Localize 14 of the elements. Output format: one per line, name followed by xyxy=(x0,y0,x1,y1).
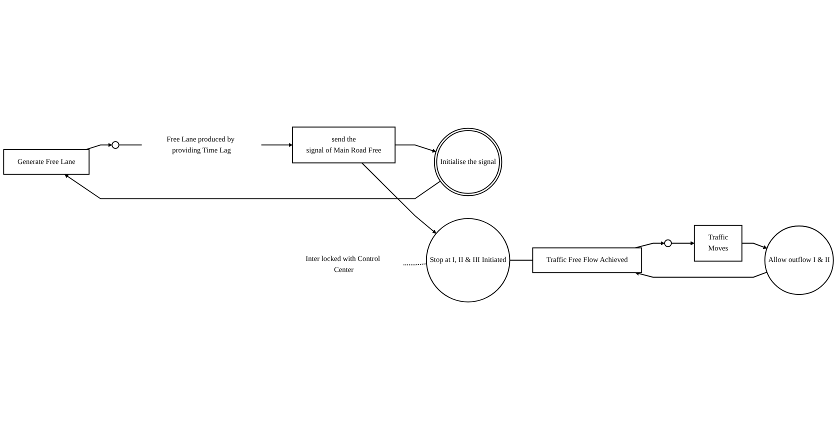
connector xyxy=(403,263,428,266)
arrow xyxy=(634,241,665,248)
arrow xyxy=(394,144,436,153)
arrow xyxy=(741,242,768,249)
arrow xyxy=(85,142,112,150)
connector xyxy=(509,260,534,261)
arrow xyxy=(260,142,293,147)
node-circle xyxy=(664,239,672,248)
arrow xyxy=(635,272,768,278)
arrow xyxy=(64,174,441,200)
node-circle xyxy=(112,141,120,149)
arrow xyxy=(361,162,436,234)
arrow xyxy=(670,241,695,246)
connector xyxy=(118,144,142,146)
